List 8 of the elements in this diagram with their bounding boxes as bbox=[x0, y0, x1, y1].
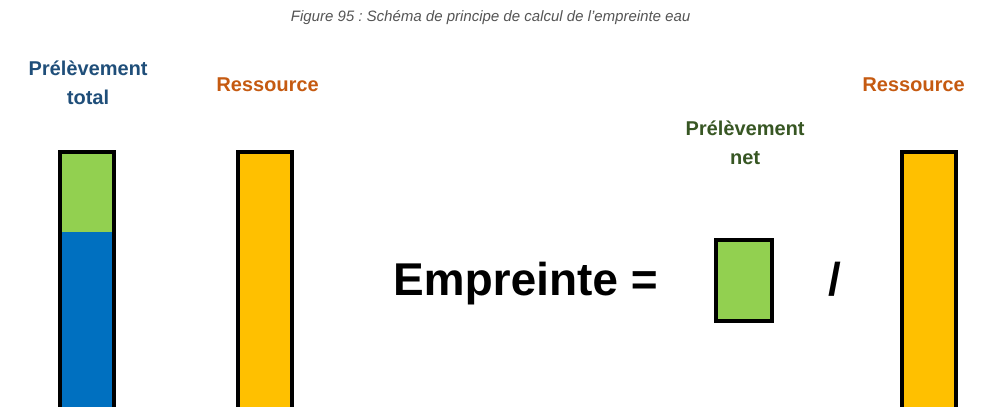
column-heading: Ressource bbox=[861, 73, 966, 98]
equation-text: Empreinte = bbox=[393, 252, 658, 306]
column-heading: Prélèvement total bbox=[28, 57, 148, 111]
figure-caption: Figure 95 : Schéma de principe de calcul de l’empreinte eau bbox=[290, 8, 692, 25]
column-heading: Ressource bbox=[215, 73, 320, 98]
bar-segment bbox=[62, 232, 112, 407]
division-sign: / bbox=[828, 252, 841, 306]
column-heading: Prélèvement net bbox=[684, 117, 806, 171]
